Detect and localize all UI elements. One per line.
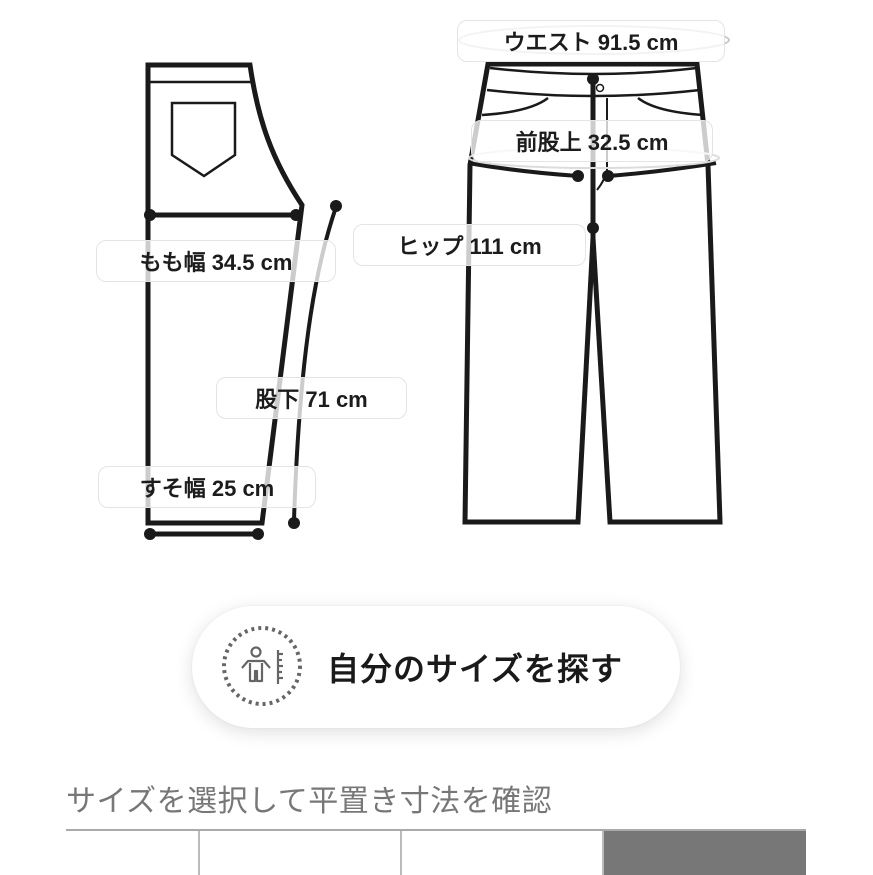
size-tab-4-selected[interactable] xyxy=(604,831,806,875)
side-view-pants-outline xyxy=(145,62,305,526)
inseam-label: 股下 71 cm xyxy=(216,377,407,419)
size-tab-1[interactable] xyxy=(66,831,200,875)
find-my-size-label: 自分のサイズを探す xyxy=(327,650,624,688)
hip-label: ヒップ 111 cm xyxy=(353,224,586,266)
size-tab-3[interactable] xyxy=(402,831,604,875)
back-pocket xyxy=(170,101,237,178)
waist-label: ウエスト 91.5 cm xyxy=(457,20,725,62)
thigh-width-label: もも幅 34.5 cm xyxy=(96,240,336,282)
body-measure-icon xyxy=(222,626,302,706)
find-my-size-button[interactable]: 自分のサイズを探す xyxy=(192,606,680,728)
size-selector-title: サイズを選択して平置き寸法を確認 xyxy=(66,784,553,819)
measurement-diagram xyxy=(144,25,730,540)
front-rise-label: 前股上 32.5 cm xyxy=(471,120,713,162)
size-tabs xyxy=(66,829,806,875)
size-tab-2[interactable] xyxy=(200,831,402,875)
hem-width-label: すそ幅 25 cm xyxy=(98,466,316,508)
